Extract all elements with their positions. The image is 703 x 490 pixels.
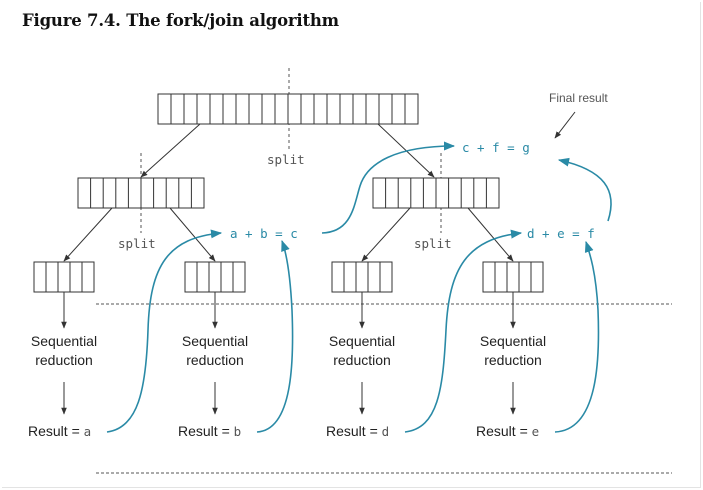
split-label-top: split xyxy=(267,152,305,167)
fork-arrow-left-leaf1 xyxy=(63,207,113,262)
sequential-reduction-label-2: Sequential xyxy=(182,333,248,349)
fork-arrow-root-left xyxy=(140,123,201,178)
result-value-a: a xyxy=(84,424,92,439)
left-subarray xyxy=(77,177,205,209)
split-label-left: split xyxy=(118,236,156,251)
fork-arrow-right-leaf4 xyxy=(467,207,514,262)
right-subarray xyxy=(372,177,500,209)
sequential-reduction-label-1: Sequential xyxy=(31,333,97,349)
root-array xyxy=(157,93,419,125)
result-value-b: b xyxy=(234,424,242,439)
final-result-pointer-arrow xyxy=(554,111,576,139)
split-label-right: split xyxy=(414,236,452,251)
sequential-reduction-label-4b: reduction xyxy=(484,352,542,368)
leaf-array-1 xyxy=(33,261,95,293)
leaf-array-4 xyxy=(482,261,544,293)
leaf-array-2 xyxy=(184,261,246,293)
equation-c-plus-f: c + f = g xyxy=(462,140,530,155)
figure-title: Figure 7.4. The fork/join algorithm xyxy=(22,11,339,30)
join-curve-e xyxy=(554,240,600,433)
result-label-e: Result = e xyxy=(476,423,539,439)
sequential-reduction-label-3b: reduction xyxy=(333,352,391,368)
equation-a-plus-b: a + b = c xyxy=(230,226,298,241)
sequential-reduction-label-3: Sequential xyxy=(329,333,395,349)
result-value-d: d xyxy=(382,424,390,439)
sequential-reduction-label-2b: reduction xyxy=(186,352,244,368)
leaf-array-3 xyxy=(331,261,393,293)
join-curve-c xyxy=(321,141,456,234)
result-label-b: Result = b xyxy=(178,423,241,439)
sequential-reduction-label-4: Sequential xyxy=(480,333,546,349)
join-curve-a xyxy=(106,229,223,433)
fork-arrow-left-leaf2 xyxy=(169,207,216,262)
result-label-a: Result = a xyxy=(28,423,91,439)
sequential-reduction-label-1b: reduction xyxy=(35,352,93,368)
equation-d-plus-e: d + e = f xyxy=(527,226,595,241)
join-curve-f xyxy=(557,157,612,222)
final-result-label: Final result xyxy=(549,91,608,105)
result-label-d: Result = d xyxy=(326,423,389,439)
join-curve-b xyxy=(256,239,294,433)
fork-arrow-right-leaf3 xyxy=(361,207,411,262)
join-curve-d xyxy=(404,229,523,433)
result-value-e: e xyxy=(532,424,540,439)
